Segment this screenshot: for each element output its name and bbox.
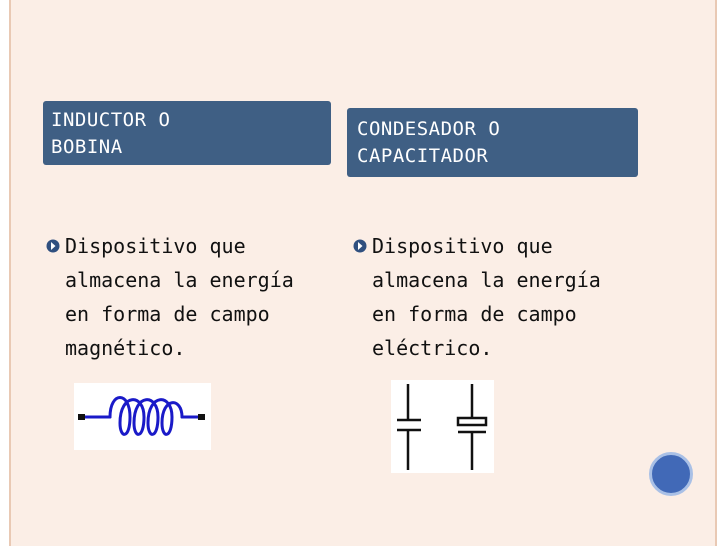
bullet-marker-icon [353,239,367,253]
bullet-marker-icon [46,239,60,253]
capacitor-symbols [391,380,494,473]
capacitor-description-text: Dispositivo que almacena la energía en f… [372,234,601,360]
inductor-description: Dispositivo que almacena la energía en f… [45,229,335,365]
inductor-description-text: Dispositivo que almacena la energía en f… [65,234,294,360]
capacitor-header-text: CONDESADOR O CAPACITADOR [357,118,501,167]
inductor-header: INDUCTOR O BOBINA [43,101,331,165]
capacitor-symbols-icon [397,384,488,470]
capacitor-description: Dispositivo que almacena la energía en f… [352,229,642,365]
slide-frame [9,0,717,546]
inductor-symbol [74,383,211,450]
inductor-header-text: INDUCTOR O BOBINA [51,109,171,158]
decorative-circle-icon [649,452,693,496]
capacitor-header: CONDESADOR O CAPACITADOR [347,108,638,177]
inductor-coil-icon [78,396,205,436]
